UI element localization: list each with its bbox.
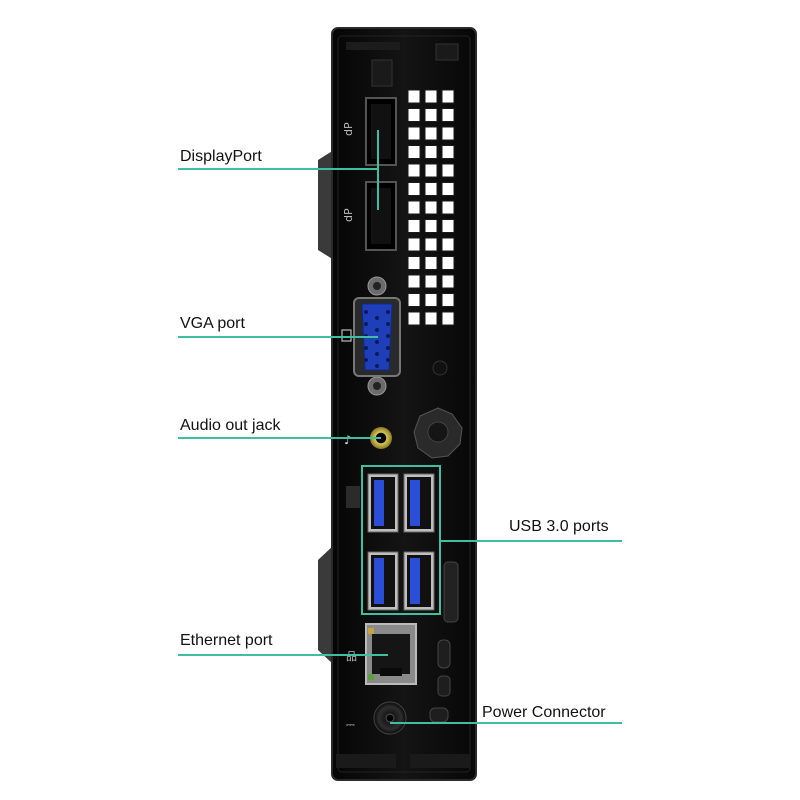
label-displayport: DisplayPort [180,148,262,165]
label-usb-3-ports: USB 3.0 ports [509,518,609,535]
leader-usb [440,540,622,542]
leader-power [390,722,622,724]
label-vga-port: VGA port [180,315,245,332]
svg-text:dP: dP [342,208,355,222]
power-connector: ⎓ [346,701,449,735]
leader-ethernet [178,654,388,656]
svg-text:dP: dP [342,122,355,136]
label-ethernet-port: Ethernet port [180,632,273,649]
usb-3-ports [367,473,435,611]
security-knob [413,407,463,459]
label-power-connector: Power Connector [482,704,606,721]
chassis-side-feet [318,150,334,665]
svg-text:品: 品 [346,650,357,663]
vent-grille [407,89,455,326]
displayport-connectors: dP dP [342,97,397,251]
leader-displayport [178,168,378,170]
audio-out-jack: ♪ [344,427,392,449]
leader-audio [178,437,381,439]
svg-text:⎓: ⎓ [346,718,355,731]
top-latch [346,42,459,87]
label-audio-out-jack: Audio out jack [180,417,281,434]
leader-displayport-vertical [377,130,379,210]
svg-text:♪: ♪ [344,433,352,447]
leader-vga [178,336,378,338]
